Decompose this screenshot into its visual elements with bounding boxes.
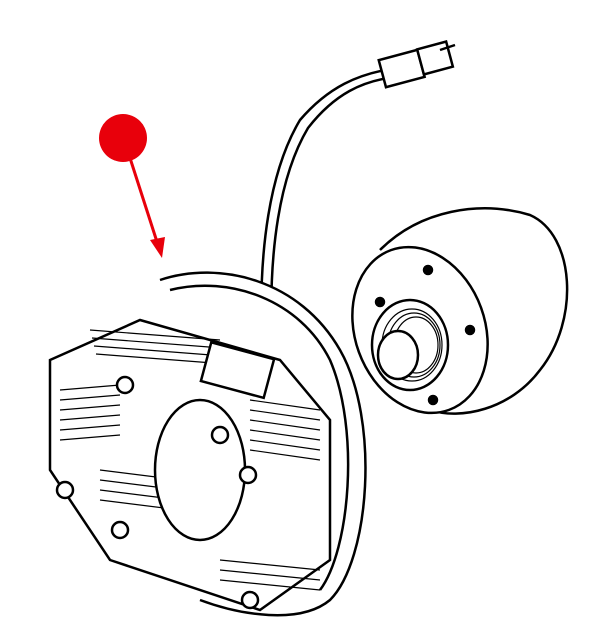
mounting-screws (55, 375, 260, 610)
stator-center-hole (153, 398, 247, 542)
wire-clamp (199, 340, 276, 400)
stator-assembly (48, 271, 367, 617)
wire-harness (260, 40, 456, 346)
marker-arrowhead (150, 237, 165, 258)
marker-dot (99, 114, 147, 162)
marker-arrow-line (128, 157, 160, 246)
flywheel-rotor (351, 207, 569, 415)
coil-windings (59, 329, 321, 591)
callout-marker (99, 114, 165, 258)
